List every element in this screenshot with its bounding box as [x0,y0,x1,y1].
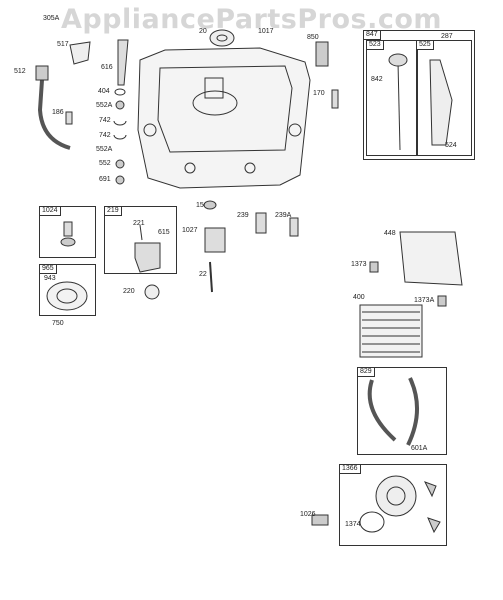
fitting-170-drawing [331,89,339,109]
callout-552-1: 552 [99,160,111,167]
callout-850: 850 [307,34,319,41]
sensor-239A-drawing [289,217,299,237]
callout-287: 287 [441,33,453,40]
callout-552A-1: 552A [96,102,113,109]
callout-1373: 1373 [351,261,367,268]
callout-22: 22 [199,271,207,278]
callout-1027: 1027 [182,227,198,234]
bolt-22-drawing [209,261,213,293]
box-523 [366,40,418,156]
cooler-1374-drawing [375,475,417,517]
callout-186: 186 [52,109,64,116]
box-525-tag: 525 [416,40,434,50]
bolt-1373A-drawing [437,295,447,307]
crankcase-drawing [137,47,311,189]
callout-616: 616 [101,64,113,71]
box-829-tag: 829 [357,367,375,377]
box-219 [104,206,177,274]
callout-750: 750 [52,320,64,327]
sensor-239-drawing [255,212,267,234]
box-1024 [39,206,96,258]
seal-20-drawing [209,29,235,47]
part-220-drawing [144,284,160,300]
box-1366-tag: 1366 [339,464,361,474]
box-219-tag: 219 [104,206,122,216]
box-1366 [339,464,447,546]
callout-221: 221 [133,220,145,227]
callout-1373A: 1373A [414,297,435,304]
box-847-tag: 847 [363,30,381,40]
part-15-drawing [203,200,217,210]
dipstick-842-drawing [397,61,401,151]
part-1024-drawing [63,221,73,237]
callout-524: 524 [445,142,457,149]
fitting-186-drawing [65,111,73,125]
rings-stack-drawing [113,88,127,185]
box-965 [39,264,96,316]
callout-1026: 1026 [300,511,316,518]
callout-170: 170 [313,90,325,97]
callout-220: 220 [123,288,135,295]
callout-400: 400 [353,294,365,301]
box-847 [363,30,475,160]
callout-691: 691 [99,176,111,183]
callout-15: 15 [196,202,204,209]
callout-239: 239 [237,212,249,219]
callout-1017: 1017 [258,28,274,35]
bracket-448-drawing [399,231,463,286]
box-1024-tag: 1024 [39,206,61,216]
box-829 [357,367,447,455]
sealant-850-drawing [315,41,329,67]
callout-615: 615 [158,229,170,236]
tube-524-drawing [429,59,453,146]
callout-448: 448 [384,230,396,237]
box-523-tag: 523 [366,40,384,50]
box-525 [416,40,472,156]
filter-1027-drawing [204,227,226,253]
callout-239A: 239A [275,212,292,219]
fitting-1026-drawing [311,514,329,526]
breather-tube-512-drawing [37,79,71,150]
watermark: AppliancePartsPros.com [60,4,443,35]
callout-305A: 305A [43,15,60,22]
bracket-517-drawing [69,41,91,65]
callout-404: 404 [98,88,110,95]
dipstick-tube-616-drawing [117,39,129,86]
callout-517: 517 [57,41,69,48]
callout-20: 20 [199,28,207,35]
callout-512: 512 [14,68,26,75]
callout-742-1: 742 [99,117,111,124]
pump-615-drawing [134,242,161,273]
callout-601A: 601A [411,445,428,452]
callout-842: 842 [371,76,383,83]
callout-1374: 1374 [345,521,361,528]
bolt-1373-drawing [369,261,379,273]
cooler-400-drawing [359,304,423,358]
box-965-tag: 965 [39,264,57,274]
callout-943: 943 [44,275,56,282]
hoses-601A-drawing [367,377,420,446]
callout-552A-2: 552A [96,146,113,153]
callout-742-2: 742 [99,132,111,139]
gasket-943-drawing [46,281,88,311]
